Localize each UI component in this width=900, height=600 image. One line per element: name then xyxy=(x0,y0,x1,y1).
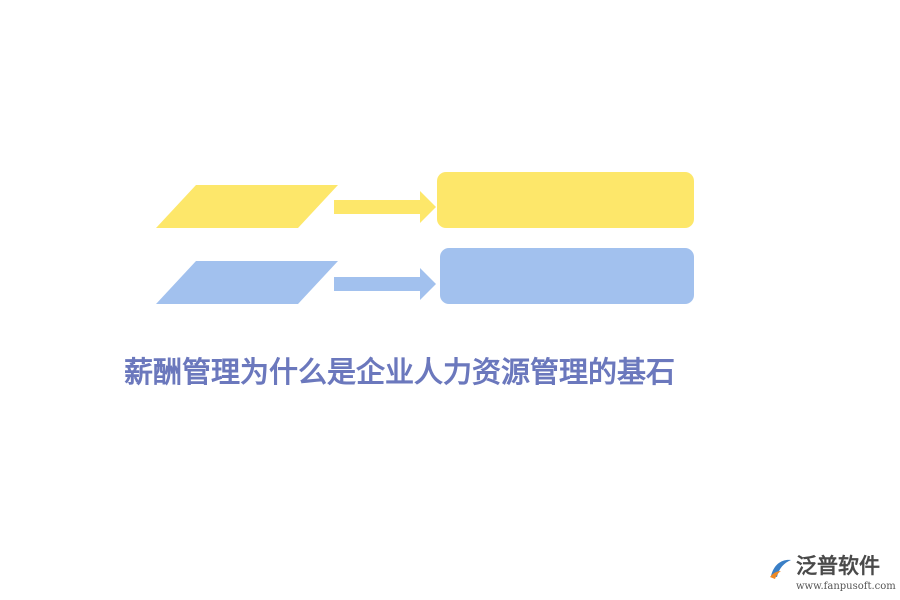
input-parallelogram-yellow xyxy=(156,185,338,228)
page-title: 薪酬管理为什么是企业人力资源管理的基石 xyxy=(124,355,676,389)
input-parallelogram-blue xyxy=(156,261,338,304)
output-box-blue xyxy=(440,248,694,304)
logo-name: 泛普软件 xyxy=(796,554,880,578)
arrow-right-icon xyxy=(334,268,436,300)
brand-logo: 泛普软件 www.fanpusoft.com xyxy=(768,552,896,596)
output-box-yellow xyxy=(437,172,694,228)
arrow-right-icon xyxy=(334,191,436,223)
logo-url: www.fanpusoft.com xyxy=(796,581,896,592)
logo-mark-icon xyxy=(770,559,791,579)
